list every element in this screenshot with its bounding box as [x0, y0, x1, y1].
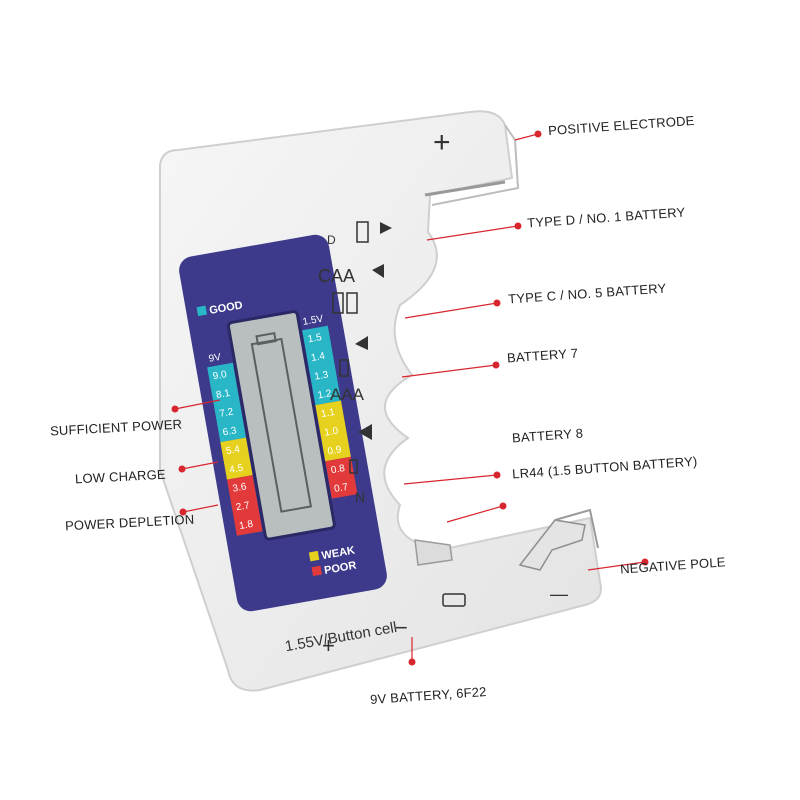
scale-9v-header: 9V	[208, 352, 222, 365]
caa-battery-icon-2	[346, 292, 358, 314]
aaa-label: AAA	[330, 385, 365, 404]
callout-lines	[174, 133, 646, 662]
button-cell-clip	[414, 508, 599, 571]
caa-label: CAA	[318, 266, 355, 286]
poor-legend-swatch	[311, 565, 322, 577]
scale-15v-weak-1: 1.0	[323, 426, 339, 439]
scale-9v-good-1: 8.1	[215, 388, 231, 401]
good-legend-swatch	[196, 305, 208, 317]
scale-9v-poor-0: 3.6	[232, 481, 248, 494]
battery7-arrow-icon	[355, 336, 368, 350]
scale-9v-good-2: 7.2	[219, 406, 235, 419]
scale-9v-weak-1: 4.5	[228, 463, 244, 476]
d-label: D	[327, 233, 336, 247]
callout-dots	[171, 130, 649, 666]
scale-15v-weak-0: 1.1	[320, 407, 336, 420]
scale-15v-weak-2: 0.9	[327, 444, 343, 457]
good-legend-label: GOOD	[208, 299, 243, 317]
scale-15v-poor-1: 0.7	[333, 482, 349, 495]
scale-15v-good-2: 1.3	[314, 369, 330, 382]
minus-bottom-label: −	[395, 615, 408, 640]
scale-9v-poor-2: 1.8	[238, 519, 254, 532]
scale-15v-poor-0: 0.8	[330, 463, 346, 476]
scale-15v-header: 1.5V	[302, 313, 324, 327]
lcd-window	[226, 310, 336, 541]
scale-15v-good-1: 1.4	[310, 351, 326, 364]
n-battery-icon	[349, 459, 358, 474]
scale-9v-weak-0: 5.4	[225, 444, 241, 457]
plus-top-label: +	[433, 126, 451, 159]
d-battery-icon	[356, 221, 369, 243]
scale-9v-good-3: 6.3	[222, 425, 238, 438]
aaa-battery-icon	[339, 359, 349, 377]
plus-bottom-label: +	[322, 633, 335, 658]
caa-arrow-icon	[372, 264, 384, 278]
battery8-arrow-icon	[358, 424, 372, 440]
scale-9v-poor-1: 2.7	[235, 500, 251, 513]
d-arrow-icon	[380, 222, 392, 234]
scale-15v-good-0: 1.5	[307, 332, 323, 345]
scale-15v-good-3: 1.2	[317, 388, 333, 401]
caa-battery-icon-1	[332, 292, 344, 314]
poor-legend-label: POOR	[323, 560, 357, 577]
minus-right-label: —	[550, 584, 568, 604]
scale-9v-good-0: 9.0	[212, 369, 228, 382]
button-cell-slot-icon	[442, 593, 466, 607]
weak-legend-label: WEAK	[321, 545, 356, 563]
n-label: N	[355, 489, 365, 505]
weak-legend-swatch	[308, 550, 320, 562]
